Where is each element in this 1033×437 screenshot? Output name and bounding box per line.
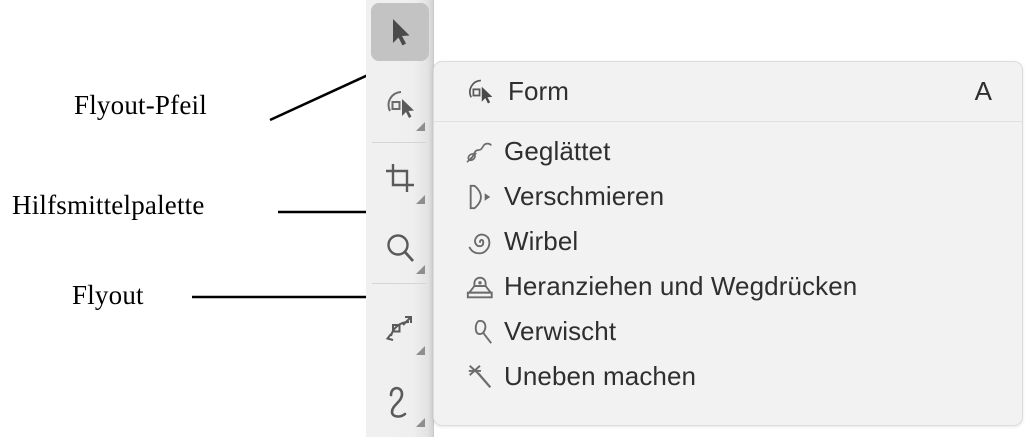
menu-item-label: Heranziehen und Wegdrücken bbox=[504, 271, 858, 301]
freehand-curve-icon bbox=[370, 370, 430, 432]
annotation-label-flyout-arrow: Flyout-Pfeil bbox=[74, 90, 207, 120]
annotation-label-flyout: Flyout bbox=[72, 280, 144, 310]
tool-palette[interactable] bbox=[366, 0, 434, 437]
roughen-icon bbox=[456, 362, 504, 392]
annotation-label-tool-palette: Hilfsmittelpalette bbox=[12, 190, 205, 220]
shape-select-icon bbox=[370, 74, 430, 136]
smudge-icon bbox=[456, 318, 504, 346]
tool-button-freehand-curve[interactable] bbox=[370, 370, 430, 432]
flyout-arrow-indicator[interactable] bbox=[416, 195, 425, 204]
menu-item-swirl[interactable]: Wirbel bbox=[434, 219, 1022, 264]
menu-item-roughen[interactable]: Uneben machen bbox=[434, 354, 1022, 399]
flyout-header-shortcut: A bbox=[974, 76, 992, 106]
flyout-menu-list[interactable]: Geglättet Verschmieren bbox=[434, 122, 1022, 399]
shape-select-icon bbox=[456, 77, 504, 107]
tool-button-zoom[interactable] bbox=[370, 217, 430, 279]
smear-icon bbox=[456, 183, 504, 211]
attract-repel-icon bbox=[456, 272, 504, 302]
menu-item-attract-repel[interactable]: Heranziehen und Wegdrücken bbox=[434, 264, 1022, 309]
pointer-arrow-icon bbox=[371, 3, 429, 61]
crop-icon bbox=[370, 147, 430, 209]
flyout-arrow-indicator[interactable] bbox=[416, 122, 425, 131]
menu-item-label: Wirbel bbox=[504, 226, 579, 256]
menu-item-label: Uneben machen bbox=[504, 361, 697, 391]
flyout-header-item-form[interactable]: Form A bbox=[434, 62, 1022, 122]
menu-item-label: Geglättet bbox=[504, 136, 611, 166]
smooth-icon bbox=[456, 139, 504, 165]
swirl-icon bbox=[456, 227, 504, 257]
transform-node-icon bbox=[370, 298, 430, 360]
menu-item-label: Verwischt bbox=[504, 316, 617, 346]
tool-button-crop[interactable] bbox=[370, 147, 430, 209]
flyout-arrow-indicator[interactable] bbox=[416, 418, 425, 427]
tool-button-pointer-arrow[interactable] bbox=[371, 3, 429, 61]
tool-button-transform-node[interactable] bbox=[370, 298, 430, 360]
menu-item-smear[interactable]: Verschmieren bbox=[434, 174, 1022, 219]
flyout-arrow-indicator[interactable] bbox=[416, 346, 425, 355]
tool-separator bbox=[372, 283, 426, 284]
menu-item-smooth[interactable]: Geglättet bbox=[434, 129, 1022, 174]
flyout-panel[interactable]: Form A Geglättet bbox=[433, 61, 1023, 426]
menu-item-smudge[interactable]: Verwischt bbox=[434, 309, 1022, 354]
zoom-magnifier-icon bbox=[370, 217, 430, 279]
menu-item-label: Verschmieren bbox=[504, 181, 665, 211]
tool-separator bbox=[372, 142, 426, 143]
flyout-arrow-indicator[interactable] bbox=[416, 265, 425, 274]
flyout-header-label: Form bbox=[508, 76, 570, 106]
tool-button-shape-select[interactable] bbox=[370, 74, 430, 136]
